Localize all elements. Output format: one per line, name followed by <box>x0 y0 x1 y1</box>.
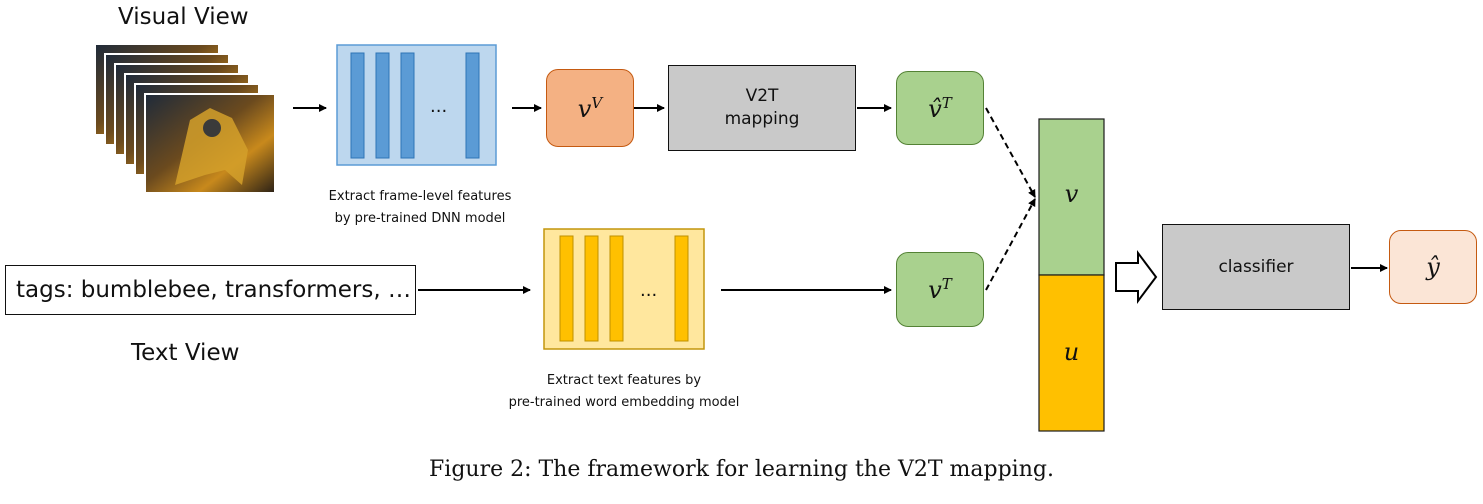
tags-text-box: tags: bumblebee, transformers, … <box>5 265 416 315</box>
tags-text: tags: bumblebee, transformers, … <box>16 277 411 303</box>
fusion-column <box>1038 118 1105 432</box>
text-encoder-note: Extract text features by pre-trained wor… <box>474 370 774 414</box>
text-encoder-note-line1: Extract text features by <box>546 373 702 388</box>
hollow-arrow-fusion-to-classifier <box>1115 250 1158 304</box>
text-encoder-block <box>543 228 705 350</box>
output-label: ŷ <box>1426 253 1440 281</box>
visual-feature-node: vV <box>546 69 634 147</box>
visual-encoder-note: Extract frame-level features by pre-trai… <box>300 186 540 230</box>
v2t-mapping-box: V2T mapping <box>668 65 856 151</box>
visual-view-title: Visual View <box>118 4 249 30</box>
v2t-mapping-line2: mapping <box>724 109 800 129</box>
visual-encoder-note-line1: Extract frame-level features <box>328 189 512 204</box>
figure-caption: Figure 2: The framework for learning the… <box>429 457 1054 482</box>
video-frames-stack <box>94 43 276 194</box>
arrow-vhat-to-fusion <box>985 107 1036 198</box>
text-encoder-note-line2: pre-trained word embedding model <box>508 395 740 410</box>
text-feature-label: vT <box>928 275 952 304</box>
fusion-bottom-label: u <box>1063 338 1080 366</box>
visual-feature-label: vV <box>577 93 603 123</box>
visual-encoder-ellipsis: ... <box>430 96 448 117</box>
visual-encoder-note-line2: by pre-trained DNN model <box>334 211 506 226</box>
v2t-mapping-line1: V2T <box>745 86 779 106</box>
text-view-title: Text View <box>131 340 240 366</box>
output-node: ŷ <box>1389 230 1477 304</box>
classifier-box: classifier <box>1162 224 1350 310</box>
fusion-top-label: v <box>1064 180 1079 208</box>
text-encoder-ellipsis: ... <box>640 280 658 301</box>
text-feature-node: vT <box>896 252 984 327</box>
mapped-feature-node: v̂T <box>896 71 984 145</box>
classifier-label: classifier <box>1218 256 1294 277</box>
arrow-vt-to-fusion <box>985 198 1036 291</box>
visual-encoder-block <box>336 44 497 166</box>
mapped-feature-label: v̂T <box>928 93 952 123</box>
connector-arrows <box>293 104 1388 294</box>
